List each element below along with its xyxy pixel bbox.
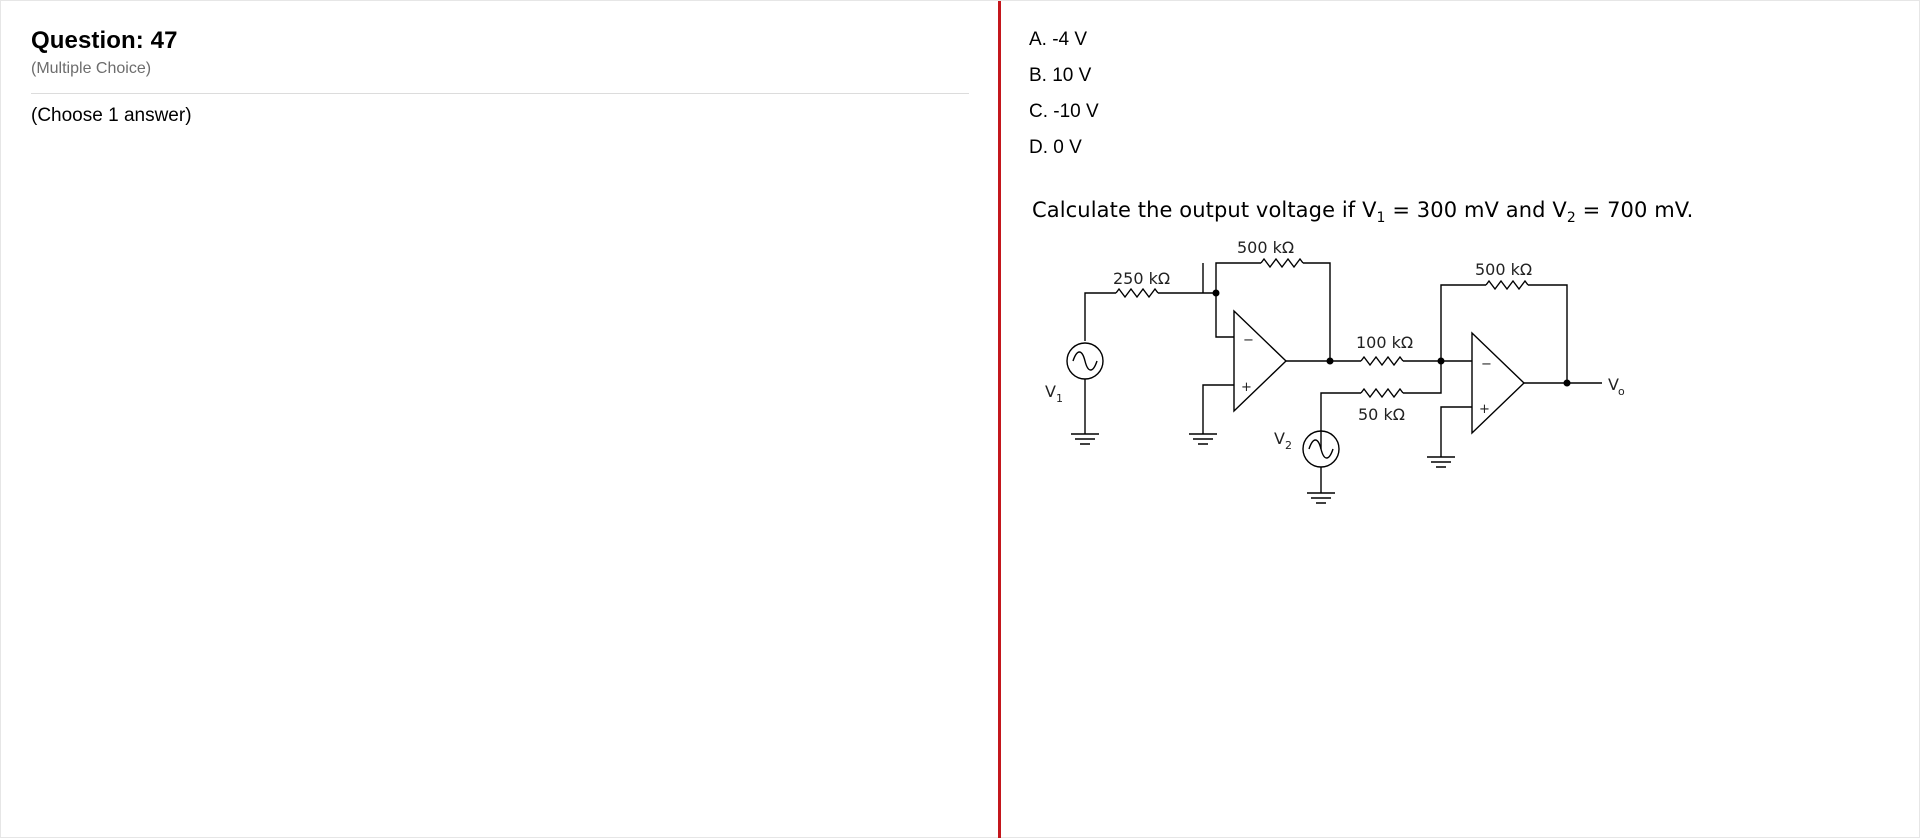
summing-network: 100 kΩ 50 kΩ	[1320, 333, 1445, 449]
question-content-pane: A. -4 V B. 10 V C. -10 V D. 0 V Calculat…	[1001, 1, 1920, 838]
resistor-500k-1	[1260, 257, 1304, 269]
option-a[interactable]: A. -4 V	[1029, 29, 1088, 50]
v1-label: V	[1045, 382, 1056, 401]
v2-label: V	[1274, 429, 1285, 448]
resistor-250k	[1115, 287, 1159, 299]
vo-label: V	[1608, 375, 1619, 394]
r-input-2b-label: 50 kΩ	[1358, 405, 1405, 424]
opamp1-plus: +	[1241, 380, 1252, 395]
question-info-pane: Question: 47 (Multiple Choice) (Choose 1…	[1, 1, 998, 838]
vo-sub: o	[1618, 385, 1625, 398]
opamp2-minus: −	[1481, 357, 1492, 372]
resistor-500k-2	[1485, 279, 1529, 291]
v2-sub: 2	[1285, 439, 1292, 452]
answer-options: A. -4 V B. 10 V C. -10 V D. 0 V	[1029, 29, 1099, 173]
circuit-diagram: V 1 − + 500 kΩ 250 kΩ	[1045, 238, 1625, 504]
option-c[interactable]: C. -10 V	[1029, 101, 1099, 122]
prompt-sub-2: 2	[1566, 210, 1576, 226]
r-input-2a-label: 100 kΩ	[1356, 333, 1413, 352]
answer-instruction: (Choose 1 answer)	[31, 105, 192, 126]
header-divider	[31, 93, 969, 94]
option-d[interactable]: D. 0 V	[1029, 137, 1082, 158]
ground-icon-3	[1307, 492, 1335, 504]
question-prompt: Calculate the output voltage if V1 = 300…	[1032, 198, 1693, 226]
prompt-text-1: Calculate the output voltage if V	[1032, 198, 1377, 222]
opamp2-plus: +	[1479, 402, 1490, 417]
source-v1: V 1	[1045, 287, 1203, 445]
ground-icon-4	[1427, 456, 1455, 468]
opamp1-minus: −	[1243, 333, 1254, 348]
opamp-2: − + 500 kΩ V o	[1427, 260, 1625, 468]
option-b[interactable]: B. 10 V	[1029, 65, 1092, 86]
question-title: Question: 47	[31, 27, 178, 54]
resistor-100k	[1360, 355, 1404, 367]
prompt-sub-1: 1	[1376, 210, 1386, 226]
r-feedback-2-label: 500 kΩ	[1475, 260, 1532, 279]
source-v2: V 2	[1274, 429, 1340, 504]
resistor-50k	[1360, 387, 1404, 399]
r-feedback-1-label: 500 kΩ	[1237, 238, 1294, 257]
v1-sub: 1	[1056, 392, 1063, 405]
prompt-text-2: = 300 mV and V	[1385, 198, 1567, 222]
ground-icon-2	[1189, 433, 1217, 445]
question-type: (Multiple Choice)	[31, 60, 152, 77]
r-input-1-label: 250 kΩ	[1113, 269, 1170, 288]
ground-icon-1	[1071, 433, 1099, 445]
prompt-text-3: = 700 mV.	[1575, 198, 1694, 222]
opamp-1: − + 500 kΩ 250 kΩ	[1113, 238, 1361, 445]
pane-divider[interactable]	[998, 1, 1001, 838]
